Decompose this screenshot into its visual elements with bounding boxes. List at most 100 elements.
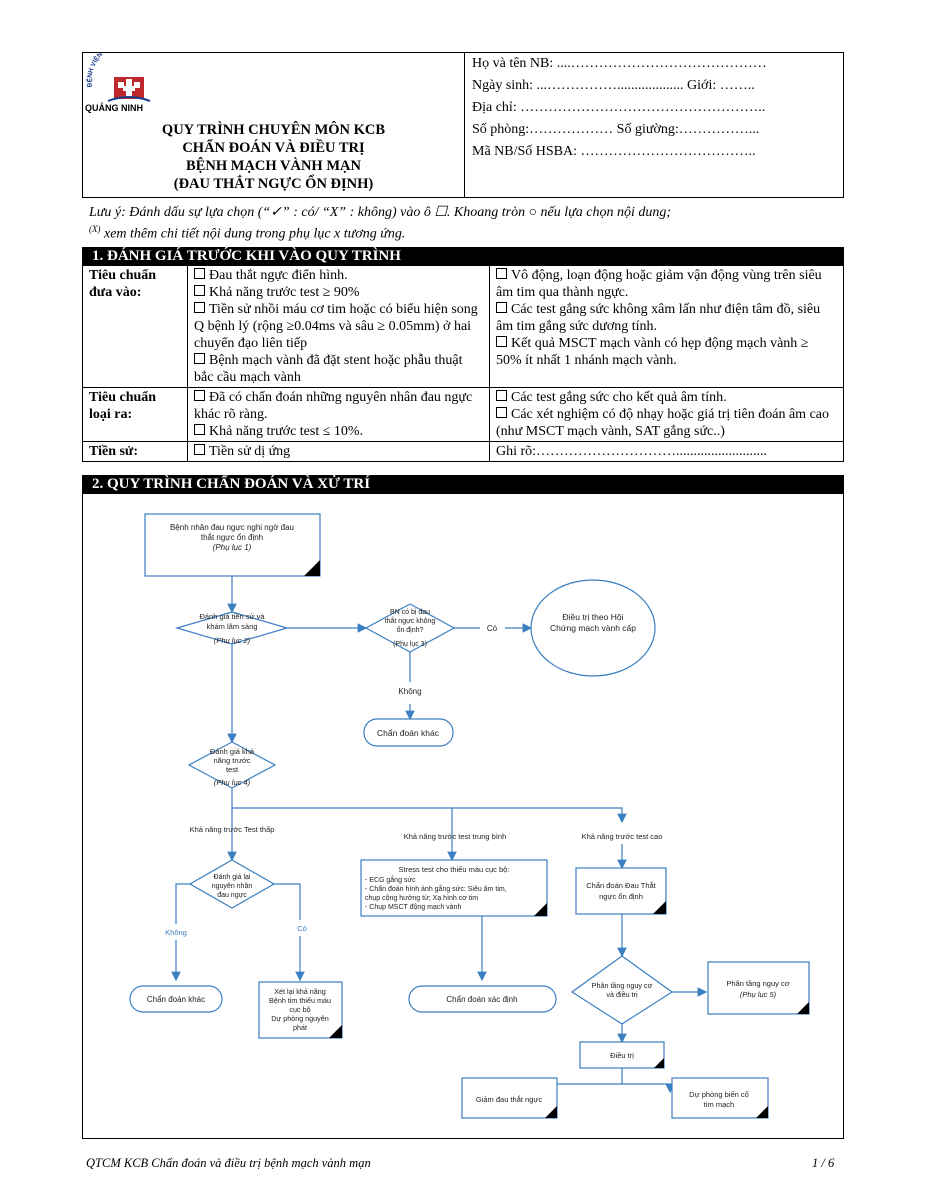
criteria-table: Tiêu chuẩn đưa vào: Đau thắt ngực điển h… <box>82 265 844 462</box>
no1-label: Không <box>398 687 421 696</box>
other-dx1-box <box>363 718 454 747</box>
footer-title: QTCM KCB Chẩn đoán và điều trị bệnh mạch… <box>86 1156 371 1170</box>
start-text-3: (Phụ lục 1) <box>213 543 252 552</box>
other-dx2-box <box>129 985 223 1013</box>
stress-text-2: - ECG gắng sức <box>365 875 416 884</box>
page-number: 1 / 6 <box>812 1156 835 1170</box>
checkbox-icon <box>496 390 507 401</box>
header-box <box>82 52 844 198</box>
start-box <box>144 513 321 577</box>
checkbox-icon <box>194 302 205 313</box>
confirm-box <box>408 985 557 1013</box>
assess-diamond <box>174 611 290 645</box>
treat-text: Điều trị <box>610 1051 634 1060</box>
checkbox-icon <box>194 268 205 279</box>
reconsider-text-3: cục bộ <box>289 1005 310 1014</box>
arrow-line <box>175 883 190 924</box>
pretest-text-4: (Phụ lục 4) <box>214 778 251 787</box>
history-note-field[interactable]: Ghi rõ:………………………….......................… <box>489 441 844 462</box>
risk-text-2: (Phụ lục 5) <box>740 990 777 999</box>
unstable-text-2: thắt ngực không <box>385 616 436 625</box>
checkbox-item[interactable]: Các test gắng sức cho kết quả âm tính. <box>496 389 837 406</box>
high-label: Khả năng trước test cao <box>582 832 663 841</box>
low-label: Khả năng trước Test thấp <box>190 825 275 834</box>
no2-label: Không <box>165 928 187 937</box>
birthdate-gender-field[interactable]: Ngày sinh: ...……………................... G… <box>472 78 755 93</box>
header-left-cell <box>82 52 465 198</box>
section-1-title: 1. ĐÁNH GIÁ TRƯỚC KHI VÀO QUY TRÌNH <box>82 247 844 266</box>
checkbox-item[interactable]: Tiền sử nhồi máu cơ tim hoặc có biểu hiệ… <box>194 302 478 351</box>
reassess-text-1: Đánh giá lại <box>214 874 251 881</box>
sa-dx-text-1: Chẩn đoán Đau Thắt <box>586 881 656 890</box>
mid-label: Khả năng trước test trung bình <box>404 832 507 841</box>
risk-tx-text-2: và điều trị <box>606 990 638 999</box>
flowchart-frame <box>82 494 844 1139</box>
assess-text-3: (Phụ lục 2) <box>214 636 251 645</box>
note-line-2: (X) xem thêm chi tiết nội dung trong phụ… <box>89 224 405 243</box>
treat-box <box>579 1041 665 1069</box>
exclusion-row: Tiêu chuẩn loại ra: Đã có chẩn đoán nhữn… <box>82 387 844 442</box>
checkbox-item[interactable]: Kết quả MSCT mạch vành có hẹp động mạch … <box>496 336 809 368</box>
checkbox-icon <box>496 302 507 313</box>
pain-text: Giảm đau thắt ngực <box>476 1095 543 1104</box>
sa-dx-box <box>575 867 667 915</box>
history-row: Tiền sử: Tiền sử dị ứng Ghi rõ:………………………… <box>82 441 844 462</box>
checkbox-item[interactable]: Bệnh mạch vành đã đặt stent hoặc phẫu th… <box>194 353 463 385</box>
reassess-text-3: đau ngực <box>217 892 247 899</box>
patient-name-field[interactable]: Họ và tên NB: ....…………………………………… <box>472 56 767 71</box>
assess-text-1: Đánh giá tiền sử và <box>199 612 265 621</box>
address-field[interactable]: Địa chỉ: …………………………………………….. <box>472 100 766 115</box>
acs-text-1: Điều trị theo Hội <box>563 612 624 622</box>
reassess-diamond <box>188 859 276 909</box>
checkbox-icon <box>194 353 205 364</box>
reconsider-box <box>258 981 343 1039</box>
pretest-text-3: test <box>226 765 239 774</box>
assess-text-2: khám lâm sàng <box>207 622 258 631</box>
logo-bottom-text: QUẢNG NINH <box>85 102 143 113</box>
unstable-text-3: ổn định? <box>397 626 424 634</box>
record-id-field[interactable]: Mã NB/Số HSBA: ……………………………….. <box>472 144 756 159</box>
title-line-4: (ĐAU THẮT NGỰC ỔN ĐỊNH) <box>173 176 374 192</box>
stress-text-5: - Chụp MSCT động mạch vành <box>365 904 461 911</box>
room-bed-field[interactable]: Số phòng:……………… Số giường:……………... <box>472 122 760 137</box>
history-label: Tiền sử: <box>82 441 188 462</box>
checkbox-item[interactable]: Các test gắng sức không xâm lấn như điện… <box>496 302 821 334</box>
exclusion-label: Tiêu chuẩn loại ra: <box>82 387 188 442</box>
note-line-2-text: xem thêm chi tiết nội dung trong phụ lục… <box>100 226 406 242</box>
unstable-text-4: (Phụ lục 3) <box>393 641 427 648</box>
reconsider-text-4: Dự phòng nguyên <box>271 1014 329 1023</box>
checkbox-icon <box>496 268 507 279</box>
arrow <box>622 1083 675 1094</box>
start-text-1: Bệnh nhân đau ngực nghi ngờ đau <box>170 523 294 532</box>
prevent-box <box>671 1077 769 1119</box>
arrow-line <box>274 883 301 920</box>
sa-dx-text-2: ngực ổn định <box>599 892 643 901</box>
acs-text-2: Chứng mạch vành cấp <box>550 623 636 633</box>
acs-circle <box>530 579 656 677</box>
yes2-label: Có <box>297 924 307 933</box>
checkbox-item[interactable]: Khả năng trước test ≤ 10%. <box>194 423 483 440</box>
title-line-1: QUY TRÌNH CHUYÊN MÔN KCB <box>161 122 386 138</box>
checkbox-item[interactable]: Tiền sử dị ứng <box>194 443 483 460</box>
risk-tx-diamond <box>570 955 674 1025</box>
hospital-logo: BỆNH VIỆN ĐA KHOA TỈNH QUẢNG NINH <box>84 53 150 113</box>
reconsider-text-1: Xét lại khả năng <box>274 987 326 996</box>
checkbox-item[interactable]: Vô động, loạn động hoặc giảm vận động vù… <box>496 268 822 300</box>
checkbox-item[interactable]: Đã có chẩn đoán những nguyên nhân đau ng… <box>194 390 473 422</box>
checkbox-item[interactable]: Các xét nghiệm có độ nhạy hoặc giá trị t… <box>496 407 830 439</box>
checkbox-item[interactable]: Khả năng trước test ≥ 90% <box>194 284 483 301</box>
reconsider-text-5: phát <box>293 1023 307 1032</box>
risk-tx-text-1: Phân tầng nguy cơ <box>592 981 653 990</box>
risk-box <box>707 961 810 1015</box>
checkbox-item[interactable]: Đau thắt ngực điển hình. <box>194 267 483 284</box>
inclusion-label: Tiêu chuẩn đưa vào: <box>82 265 188 388</box>
checkbox-icon <box>194 285 205 296</box>
stress-text-4: chụp cộng hưởng từ; Xạ hình cơ tim <box>365 894 478 902</box>
stress-text-1: Stress test cho thiếu máu cục bộ: <box>399 865 510 874</box>
risk-text-1: Phân tầng nguy cơ <box>726 979 789 988</box>
arrow <box>231 788 627 824</box>
stress-box <box>360 859 548 917</box>
note-sup: (X) <box>89 224 101 234</box>
title-line-3: BỆNH MẠCH VÀNH MẠN <box>186 158 361 174</box>
unstable-diamond <box>364 603 456 653</box>
